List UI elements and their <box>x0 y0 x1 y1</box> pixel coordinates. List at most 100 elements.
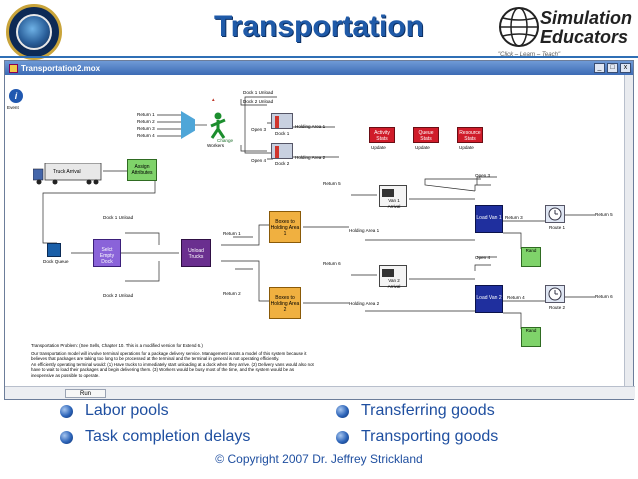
window-titlebar[interactable]: Transportation2.mox _ □ x <box>5 61 633 75</box>
return1-out-label: Return 1 <box>223 231 241 236</box>
logo-line-2: Educators <box>540 27 629 47</box>
event-info-icon[interactable]: i <box>9 89 23 103</box>
return6-out-label: Return 6 <box>595 294 613 299</box>
return5-label: Return 5 <box>323 181 341 186</box>
logo-line-1: Simulation <box>540 8 633 28</box>
return6-label: Return 6 <box>323 261 341 266</box>
app-icon <box>9 63 18 73</box>
window-title: Transportation2.mox <box>21 63 101 73</box>
dock-queue-block[interactable] <box>47 243 61 257</box>
update-label[interactable]: Update <box>371 145 386 150</box>
bullet-item: Transferring goods <box>336 402 495 420</box>
van1-arrival-label: Van 1 Arrival <box>387 198 401 209</box>
bullet-text: Transferring goods <box>361 402 495 419</box>
run-tab[interactable]: Run <box>65 388 107 398</box>
return3-out-label: Return 3 <box>505 215 523 220</box>
activity-stats-block[interactable]: Activity Stats <box>369 127 395 143</box>
problem-line: An efficiently operating terminal would:… <box>31 361 314 367</box>
model-window[interactable]: Transportation2.mox _ □ x <box>4 60 635 400</box>
simulation-educators-logo: Simulation Educators "Click – Learn – Te… <box>488 2 634 58</box>
slide-title: Transportation <box>213 10 424 43</box>
bullet-list: Labor pools Task completion delays Trans… <box>0 402 638 450</box>
open3-label: Open 3 <box>475 173 491 178</box>
route2-block[interactable] <box>545 285 565 303</box>
queue-stats-block[interactable]: Queue Stats <box>413 127 439 143</box>
load-van2-block[interactable]: Load Van 2 <box>475 285 503 313</box>
problem-line: have to wait to load their packages and … <box>31 367 295 373</box>
boxes-to-holding-1-block[interactable]: Boxes to Holding Area 1 <box>269 211 301 243</box>
return4-out-label: Return 4 <box>507 295 525 300</box>
dock2-gate-block[interactable] <box>271 143 293 159</box>
bullet-text: Task completion delays <box>85 428 251 445</box>
bullet-icon <box>336 404 349 418</box>
model-canvas[interactable]: i Event Return 1 Return 2 Return 3 Retur… <box>5 75 625 387</box>
clock-icon <box>548 287 562 301</box>
connection-lines <box>42 96 595 329</box>
holding-area-2-label: Holding Area 2 <box>349 301 380 306</box>
combine-block[interactable] <box>181 111 195 139</box>
logo-tagline: "Click – Learn – Teach" <box>498 52 561 58</box>
clock-icon <box>548 207 562 221</box>
globe-icon <box>499 7 539 47</box>
return-input-label: Return 3 <box>137 126 155 131</box>
open4-label: Open 4 <box>475 255 491 260</box>
problem-title: Transportation Problem: (See Sells, Chap… <box>31 343 203 348</box>
unload-trucks-block[interactable]: Unload Trucks <box>181 239 211 267</box>
copyright-footer: © Copyright 2007 Dr. Jeffrey Strickland <box>215 452 423 466</box>
missile-defense-agency-logo <box>6 4 62 60</box>
update-label[interactable]: Update <box>459 145 474 150</box>
bullet-icon <box>336 430 349 444</box>
dock1-gate-block[interactable] <box>271 113 293 129</box>
problem-line: Our transportation model will involve te… <box>31 350 307 356</box>
holding-area-1-label: Holding Area 1 <box>349 228 380 233</box>
close-button[interactable]: x <box>620 63 631 73</box>
holding-area-2-label: Holding Area 2 <box>295 155 326 160</box>
dock1-label: Dock 1 <box>275 131 290 136</box>
problem-line: believes that packages are taking too lo… <box>31 356 280 362</box>
rand-label: Rand <box>525 328 537 333</box>
holding-area-1-label: Holding Area 1 <box>295 124 326 129</box>
return-input-label: Return 1 <box>137 112 155 117</box>
minimize-button[interactable]: _ <box>594 63 605 73</box>
horizontal-scrollbar[interactable]: Run <box>5 386 635 399</box>
resource-stats-block[interactable]: Resource Stats <box>457 127 483 143</box>
update-label[interactable]: Update <box>415 145 430 150</box>
dock1-unload-label: Dock 1 Unload <box>103 215 134 220</box>
open3-label: Open 3 <box>251 127 267 132</box>
rand1-block[interactable]: Rand <box>521 247 541 267</box>
header-divider <box>0 56 638 58</box>
assign-attributes-block[interactable]: Assign Attributes <box>127 159 157 181</box>
route1-label: Route 1 <box>549 225 566 230</box>
van2-arrival-block[interactable]: Van 2 Arrival <box>379 265 407 289</box>
dock2-unload-label: Dock 2 Unload <box>243 99 274 104</box>
worker-pool-icon[interactable] <box>207 111 229 139</box>
problem-statement: Transportation Problem: (See Sells, Chap… <box>31 343 431 379</box>
truck-arrival-block[interactable]: Truck Arrival <box>32 162 103 185</box>
bullet-text: Labor pools <box>85 402 169 419</box>
release-label: ▲ <box>211 97 216 102</box>
return-input-label: Return 4 <box>137 133 155 138</box>
route2-label: Route 2 <box>549 305 566 310</box>
dock-queue-label: Dock Queue <box>43 259 69 264</box>
route1-block[interactable] <box>545 205 565 223</box>
change-label: Change <box>217 138 234 143</box>
bullet-text: Transporting goods <box>361 428 499 445</box>
bullet-icon <box>60 404 73 418</box>
rand2-block[interactable]: Rand <box>521 327 541 347</box>
event-label: Event <box>7 105 19 110</box>
load-van1-block[interactable]: Load Van 1 <box>475 205 503 233</box>
select-empty-dock-block[interactable]: Selct Empty Dock <box>93 239 121 267</box>
bullet-item: Transporting goods <box>336 428 498 446</box>
truck-arrival-label: Truck Arrival <box>53 169 81 175</box>
van1-arrival-block[interactable]: Van 1 Arrival <box>379 185 407 209</box>
boxes-to-holding-2-block[interactable]: Boxes to Holding Area 2 <box>269 287 301 319</box>
van2-arrival-label: Van 2 Arrival <box>387 278 401 289</box>
open4-label: Open 4 <box>251 158 267 163</box>
bullet-item: Labor pools <box>60 402 169 420</box>
dock2-unload-label: Dock 2 Unload <box>103 293 134 298</box>
maximize-button[interactable]: □ <box>607 63 618 73</box>
rand-label: Rand <box>525 248 537 253</box>
return2-out-label: Return 2 <box>223 291 241 296</box>
dock1-unload-label: Dock 1 Unload <box>243 90 274 95</box>
vertical-scrollbar[interactable] <box>624 75 633 387</box>
